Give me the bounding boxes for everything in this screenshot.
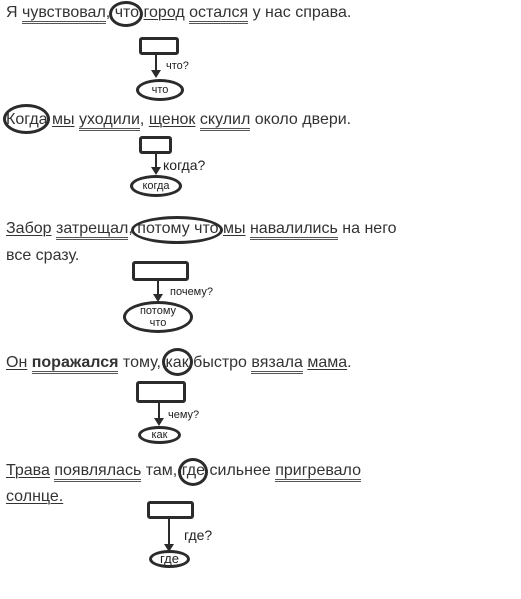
- period: .: [347, 354, 352, 371]
- sentence-2: Когда мы уходили, щенок скулил около две…: [6, 111, 352, 131]
- word: справа: [295, 4, 347, 21]
- word-subject-2: солнце.: [6, 488, 64, 505]
- conjunction-circle: [131, 216, 223, 244]
- subordinate-clause-oval: когда: [130, 175, 182, 197]
- arrow-icon: [151, 55, 161, 78]
- word: нас: [265, 4, 291, 21]
- word-subject-2: город: [143, 4, 185, 21]
- word-predicate-2: остался: [189, 4, 249, 24]
- conjunction-circle: [3, 104, 50, 134]
- word-predicate-2: скулил: [199, 111, 251, 131]
- word-subject-2: мама: [307, 354, 348, 371]
- word-predicate-2: пригревало: [275, 462, 361, 482]
- subordinate-clause-oval: что: [136, 79, 184, 101]
- sentence-3-line-2: все сразу.: [6, 247, 80, 264]
- word-predicate-2: навалились: [249, 220, 338, 240]
- word: на: [342, 220, 360, 237]
- arrow-icon: [164, 519, 174, 552]
- conjunction-circle: [162, 348, 193, 376]
- word-predicate: поражался: [31, 354, 119, 374]
- word-subject-2: мы: [223, 220, 246, 237]
- word: быстро: [193, 354, 247, 371]
- word-subject: мы: [52, 111, 75, 128]
- word: сильнее: [209, 462, 271, 479]
- main-clause-box: [132, 261, 189, 281]
- word: около: [254, 111, 298, 128]
- word: него: [364, 220, 397, 237]
- word-subject: Он: [6, 354, 28, 371]
- word: у: [252, 4, 261, 21]
- arrow-icon: [153, 281, 163, 302]
- word-subject: Трава: [6, 462, 50, 479]
- sentence-5-line-2: солнце.: [6, 488, 63, 506]
- main-clause-box: [136, 381, 186, 403]
- comma: ,: [128, 220, 133, 237]
- comma: ,: [172, 462, 178, 479]
- subordinate-clause-oval: как: [138, 426, 181, 444]
- period: .: [346, 4, 352, 21]
- question-label: когда?: [163, 157, 206, 173]
- sentence-1: Я чувствовал, что город остался у нас сп…: [6, 4, 352, 24]
- word: двери: [302, 111, 347, 128]
- word-predicate: уходили: [78, 111, 140, 131]
- word-predicate-2: вязала: [251, 354, 303, 374]
- subordinate-clause-oval: потому что: [123, 301, 193, 333]
- conjunction-circle: [109, 1, 143, 27]
- word-predicate: чувствовал: [22, 4, 106, 24]
- question-label: почему?: [170, 286, 213, 298]
- question-label: где?: [184, 527, 213, 543]
- period: .: [346, 111, 352, 128]
- conjunction-circle: [178, 458, 208, 486]
- word: там: [145, 462, 173, 479]
- word-subject: Забор: [6, 220, 52, 237]
- main-clause-box: [139, 136, 172, 154]
- question-label: что?: [166, 60, 189, 72]
- subordinate-clause-oval: где: [149, 550, 190, 568]
- word-predicate: появлялась: [54, 462, 142, 482]
- word-subject-2: щенок: [148, 111, 196, 128]
- word-subject: Я: [6, 4, 18, 21]
- word-predicate: затрещал: [55, 220, 129, 240]
- word: тому: [122, 354, 157, 371]
- comma: ,: [139, 111, 145, 128]
- main-clause-box: [139, 37, 179, 55]
- comma: ,: [105, 4, 111, 21]
- main-clause-box: [147, 501, 194, 519]
- arrow-icon: [154, 403, 164, 426]
- comma: ,: [156, 354, 161, 371]
- question-label: чему?: [168, 409, 200, 421]
- arrow-icon: [151, 154, 161, 175]
